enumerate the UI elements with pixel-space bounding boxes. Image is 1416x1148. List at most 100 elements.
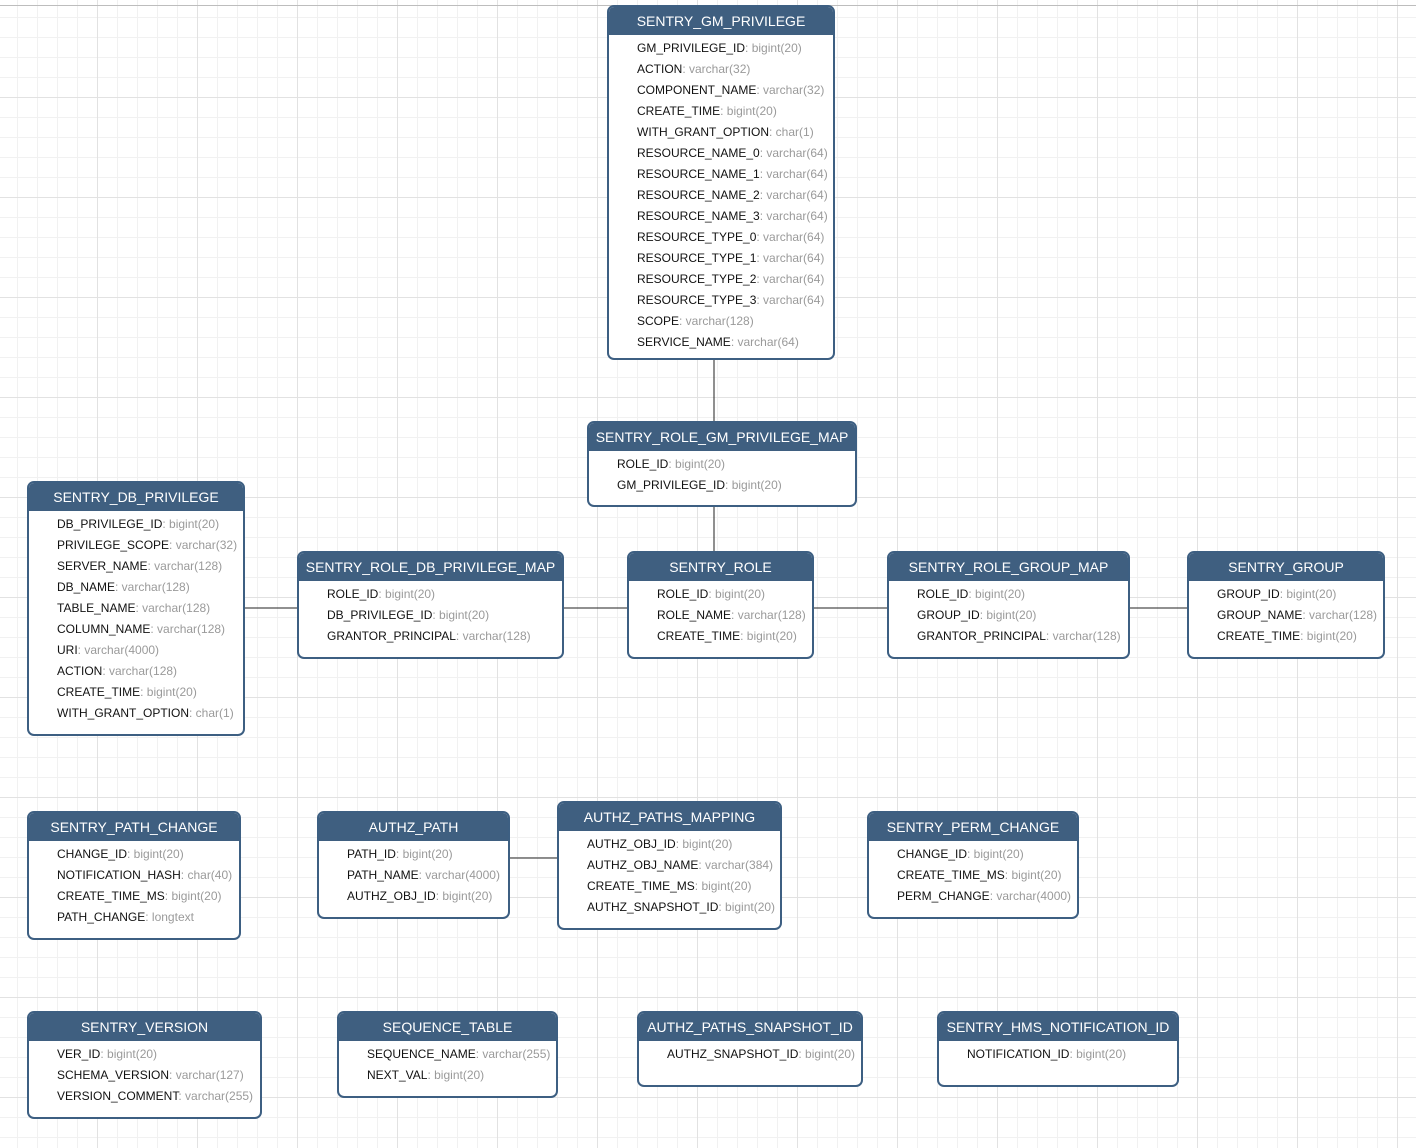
table-sentry-group[interactable]: SENTRY_GROUP GROUP_ID: bigint(20) GROUP_… [1187, 551, 1385, 659]
field-row[interactable]: VERSION_COMMENT: varchar(255) [57, 1086, 260, 1107]
field-type: : varchar(128) [1045, 629, 1121, 643]
field-row[interactable]: DB_NAME: varchar(128) [57, 577, 243, 598]
field-name: ROLE_ID [917, 587, 969, 601]
field-name: GRANTOR_PRINCIPAL [327, 629, 456, 643]
field-row[interactable]: VER_ID: bigint(20) [57, 1044, 260, 1065]
field-row[interactable]: ROLE_ID: bigint(20) [917, 584, 1128, 605]
field-row[interactable]: CREATE_TIME: bigint(20) [57, 682, 243, 703]
field-row[interactable]: NOTIFICATION_HASH: char(40) [57, 865, 239, 886]
table-sequence-table[interactable]: SEQUENCE_TABLE SEQUENCE_NAME: varchar(25… [337, 1011, 558, 1098]
field-row[interactable]: CREATE_TIME: bigint(20) [637, 101, 833, 122]
field-name: ROLE_NAME [657, 608, 732, 622]
field-row[interactable]: SERVICE_NAME: varchar(64) [637, 332, 833, 353]
field-row[interactable]: DB_PRIVILEGE_ID: bigint(20) [57, 514, 243, 535]
field-row[interactable]: URI: varchar(4000) [57, 640, 243, 661]
field-row[interactable]: WITH_GRANT_OPTION: char(1) [637, 122, 833, 143]
field-type: : bigint(20) [162, 517, 220, 531]
field-row[interactable]: GRANTOR_PRINCIPAL: varchar(128) [917, 626, 1128, 647]
field-type: : bigint(20) [1004, 868, 1062, 882]
field-row[interactable]: CREATE_TIME: bigint(20) [657, 626, 812, 647]
field-row[interactable]: RESOURCE_NAME_3: varchar(64) [637, 206, 833, 227]
field-name: GRANTOR_PRINCIPAL [917, 629, 1046, 643]
field-type: : bigint(20) [432, 608, 490, 622]
field-row[interactable]: RESOURCE_TYPE_0: varchar(64) [637, 227, 833, 248]
field-row[interactable]: CREATE_TIME_MS: bigint(20) [587, 876, 780, 897]
field-row[interactable]: PERM_CHANGE: varchar(4000) [897, 886, 1077, 907]
field-type: : varchar(4000) [77, 643, 160, 657]
field-row[interactable]: AUTHZ_SNAPSHOT_ID: bigint(20) [667, 1044, 861, 1065]
field-row[interactable]: WITH_GRANT_OPTION: char(1) [57, 703, 243, 724]
table-sentry-role-group-map[interactable]: SENTRY_ROLE_GROUP_MAP ROLE_ID: bigint(20… [887, 551, 1130, 659]
field-row[interactable]: CREATE_TIME_MS: bigint(20) [57, 886, 239, 907]
table-sentry-gm-privilege[interactable]: SENTRY_GM_PRIVILEGE GM_PRIVILEGE_ID: big… [607, 5, 835, 360]
field-row[interactable]: SEQUENCE_NAME: varchar(255) [367, 1044, 556, 1065]
field-name: CREATE_TIME [57, 685, 141, 699]
field-row[interactable]: RESOURCE_NAME_1: varchar(64) [637, 164, 833, 185]
field-row[interactable]: ROLE_ID: bigint(20) [617, 454, 855, 475]
table-sentry-db-privilege[interactable]: SENTRY_DB_PRIVILEGE DB_PRIVILEGE_ID: big… [27, 481, 245, 736]
field-row[interactable]: PRIVILEGE_SCOPE: varchar(32) [57, 535, 243, 556]
field-row[interactable]: GM_PRIVILEGE_ID: bigint(20) [637, 38, 833, 59]
field-row[interactable]: ROLE_ID: bigint(20) [657, 584, 812, 605]
field-row[interactable]: DB_PRIVILEGE_ID: bigint(20) [327, 605, 562, 626]
field-row[interactable]: COLUMN_NAME: varchar(128) [57, 619, 243, 640]
field-row[interactable]: AUTHZ_OBJ_NAME: varchar(384) [587, 855, 780, 876]
field-row[interactable]: AUTHZ_OBJ_ID: bigint(20) [587, 834, 780, 855]
field-name: DB_NAME [57, 580, 116, 594]
table-authz-paths-mapping[interactable]: AUTHZ_PATHS_MAPPING AUTHZ_OBJ_ID: bigint… [557, 801, 782, 930]
table-authz-paths-snapshot-id[interactable]: AUTHZ_PATHS_SNAPSHOT_ID AUTHZ_SNAPSHOT_I… [637, 1011, 863, 1087]
field-row[interactable]: PATH_NAME: varchar(4000) [347, 865, 508, 886]
table-sentry-role-gm-privilege-map[interactable]: SENTRY_ROLE_GM_PRIVILEGE_MAP ROLE_ID: bi… [587, 421, 857, 507]
field-row[interactable]: GRANTOR_PRINCIPAL: varchar(128) [327, 626, 562, 647]
field-row[interactable]: RESOURCE_NAME_0: varchar(64) [637, 143, 833, 164]
field-row[interactable]: NOTIFICATION_ID: bigint(20) [967, 1044, 1177, 1065]
field-row[interactable]: RESOURCE_TYPE_2: varchar(64) [637, 269, 833, 290]
field-type: : bigint(20) [140, 685, 197, 699]
field-type: : varchar(128) [455, 629, 531, 643]
field-name: GM_PRIVILEGE_ID [617, 478, 726, 492]
field-type: : bigint(20) [694, 879, 752, 893]
field-row[interactable]: TABLE_NAME: varchar(128) [57, 598, 243, 619]
field-row[interactable]: GROUP_ID: bigint(20) [1217, 584, 1383, 605]
field-row[interactable]: CHANGE_ID: bigint(20) [897, 844, 1077, 865]
field-row[interactable]: SERVER_NAME: varchar(128) [57, 556, 243, 577]
field-row[interactable]: CREATE_TIME: bigint(20) [1217, 626, 1383, 647]
table-sentry-version[interactable]: SENTRY_VERSION VER_ID: bigint(20) SCHEMA… [27, 1011, 262, 1119]
field-row[interactable]: ACTION: varchar(128) [57, 661, 243, 682]
table-title: SENTRY_PERM_CHANGE [869, 813, 1077, 841]
field-type: : varchar(255) [475, 1047, 551, 1061]
table-authz-path[interactable]: AUTHZ_PATH PATH_ID: bigint(20) PATH_NAME… [317, 811, 510, 919]
field-row[interactable]: SCHEMA_VERSION: varchar(127) [57, 1065, 260, 1086]
field-row[interactable]: ROLE_ID: bigint(20) [327, 584, 562, 605]
table-title: SENTRY_ROLE_DB_PRIVILEGE_MAP [299, 553, 562, 581]
field-row[interactable]: ROLE_NAME: varchar(128) [657, 605, 812, 626]
field-row[interactable]: GROUP_ID: bigint(20) [917, 605, 1128, 626]
field-row[interactable]: GM_PRIVILEGE_ID: bigint(20) [617, 475, 855, 496]
field-type: : bigint(20) [1279, 587, 1337, 601]
field-name: SCHEMA_VERSION [57, 1068, 170, 1082]
table-sentry-perm-change[interactable]: SENTRY_PERM_CHANGE CHANGE_ID: bigint(20)… [867, 811, 1079, 919]
field-row[interactable]: RESOURCE_TYPE_3: varchar(64) [637, 290, 833, 311]
field-row[interactable]: GROUP_NAME: varchar(128) [1217, 605, 1383, 626]
field-name: ACTION [637, 62, 683, 76]
field-row[interactable]: AUTHZ_OBJ_ID: bigint(20) [347, 886, 508, 907]
field-type: : varchar(128) [147, 559, 223, 573]
field-row[interactable]: AUTHZ_SNAPSHOT_ID: bigint(20) [587, 897, 780, 918]
field-row[interactable]: NEXT_VAL: bigint(20) [367, 1065, 556, 1086]
table-sentry-hms-notification-id[interactable]: SENTRY_HMS_NOTIFICATION_ID NOTIFICATION_… [937, 1011, 1179, 1087]
field-row[interactable]: RESOURCE_TYPE_1: varchar(64) [637, 248, 833, 269]
field-row[interactable]: COMPONENT_NAME: varchar(32) [637, 80, 833, 101]
field-row[interactable]: SCOPE: varchar(128) [637, 311, 833, 332]
field-row[interactable]: ACTION: varchar(32) [637, 59, 833, 80]
field-type: : bigint(20) [967, 847, 1024, 861]
field-row[interactable]: RESOURCE_NAME_2: varchar(64) [637, 185, 833, 206]
field-row[interactable]: PATH_CHANGE: longtext [57, 907, 239, 928]
field-row[interactable]: CHANGE_ID: bigint(20) [57, 844, 239, 865]
field-row[interactable]: CREATE_TIME_MS: bigint(20) [897, 865, 1077, 886]
table-title: SENTRY_ROLE [629, 553, 812, 581]
table-sentry-role[interactable]: SENTRY_ROLE ROLE_ID: bigint(20) ROLE_NAM… [627, 551, 814, 659]
field-type: : varchar(64) [730, 335, 799, 349]
table-sentry-role-db-privilege-map[interactable]: SENTRY_ROLE_DB_PRIVILEGE_MAP ROLE_ID: bi… [297, 551, 564, 659]
table-sentry-path-change[interactable]: SENTRY_PATH_CHANGE CHANGE_ID: bigint(20)… [27, 811, 241, 940]
field-row[interactable]: PATH_ID: bigint(20) [347, 844, 508, 865]
